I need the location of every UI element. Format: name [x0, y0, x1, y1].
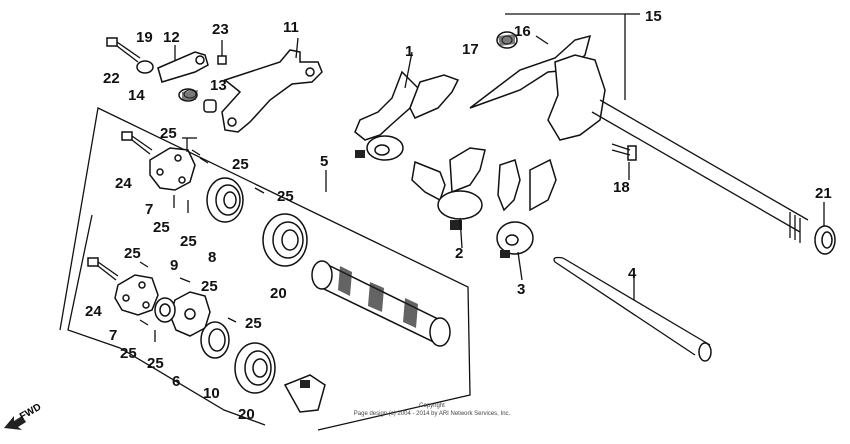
callout-18: 18	[613, 179, 630, 196]
bolt-24-upper	[121, 131, 153, 155]
callout-5: 5	[320, 153, 328, 170]
callout-25h: 25	[245, 315, 262, 332]
callout-7a: 7	[145, 201, 153, 218]
callout-24a: 24	[115, 175, 132, 192]
callout-16: 16	[514, 23, 531, 40]
callout-25i: 25	[120, 345, 137, 362]
fwd-label: FWD	[18, 402, 43, 423]
shaft-4	[553, 256, 712, 362]
fork-3	[496, 158, 557, 258]
callout-15: 15	[645, 8, 662, 25]
bolt-18	[611, 143, 637, 161]
drum-center	[283, 374, 326, 413]
callout-25j: 25	[147, 355, 164, 372]
callout-25c: 25	[277, 188, 294, 205]
callout-21: 21	[815, 185, 832, 202]
callout-24b: 24	[85, 303, 102, 320]
pins-25	[139, 149, 265, 342]
copyright-line-1: Copyright	[419, 403, 445, 409]
bearing-20-upper	[262, 213, 308, 267]
callout-14: 14	[128, 87, 145, 104]
callout-6: 6	[172, 373, 180, 390]
bolt-24-lower	[87, 257, 119, 281]
callout-23: 23	[212, 21, 229, 38]
plate-7-lower	[114, 274, 159, 316]
callout-25f: 25	[124, 245, 141, 262]
callout-10: 10	[203, 385, 220, 402]
group-inner-bracket	[67, 214, 266, 426]
group-5-bracket	[59, 107, 471, 431]
plate-11	[221, 49, 323, 133]
callout-8: 8	[208, 249, 216, 266]
callouts: 1 2 3 4 5 6 7 7 8 9 10 11 12 13 14 15 16…	[85, 8, 832, 423]
bearing-10	[200, 321, 230, 359]
callout-19: 19	[136, 29, 153, 46]
copyright-line-2: Page design (c) 2004 - 2014 by ARI Netwo…	[353, 411, 511, 417]
spring-17	[496, 31, 518, 49]
callout-7b: 7	[109, 327, 117, 344]
callouts-extra: 25 25	[120, 345, 164, 372]
callout-1: 1	[405, 43, 413, 60]
callout-3: 3	[517, 281, 525, 298]
pin-16	[535, 35, 549, 45]
copyright-notice: Copyright Page design (c) 2004 - 2014 by…	[312, 402, 552, 418]
callout-25d: 25	[153, 219, 170, 236]
callout-25g: 25	[201, 278, 218, 295]
callout-11: 11	[283, 19, 299, 36]
callout-2: 2	[455, 245, 463, 262]
callout-17: 17	[462, 41, 479, 58]
callout-25e: 25	[180, 233, 197, 250]
shift-shaft-15	[469, 34, 809, 243]
washer-19	[136, 60, 154, 74]
callout-4: 4	[628, 265, 637, 282]
seal-21	[814, 225, 836, 255]
callout-9: 9	[170, 257, 178, 274]
callout-20a: 20	[270, 285, 287, 302]
callout-22: 22	[103, 70, 120, 87]
fwd-arrow: FWD	[4, 402, 43, 430]
shift-drum	[311, 260, 451, 347]
fork-2	[411, 147, 486, 230]
callout-25a: 25	[160, 125, 177, 142]
pin-23	[217, 40, 227, 65]
spring-14	[178, 88, 198, 102]
collar-13	[203, 99, 217, 113]
callout-25b: 25	[232, 156, 249, 173]
fork-1	[354, 70, 460, 161]
leader-lines	[174, 37, 825, 300]
callout-12: 12	[163, 29, 180, 46]
callout-20b: 20	[238, 406, 255, 423]
bearing-8	[206, 177, 244, 223]
bolt-22	[106, 37, 141, 63]
plate-7-upper	[149, 147, 196, 191]
bearing-20-lower	[234, 342, 276, 394]
callout-13: 13	[210, 77, 227, 94]
